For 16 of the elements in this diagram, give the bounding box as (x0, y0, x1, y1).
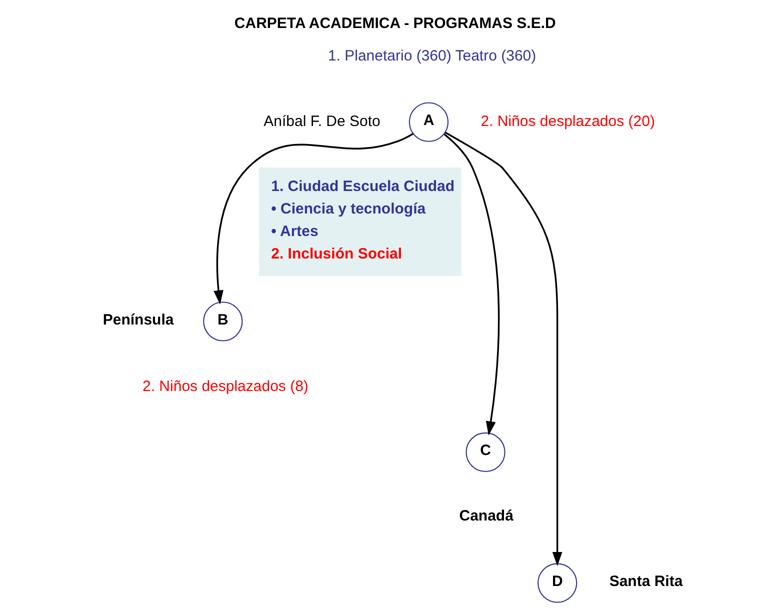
diagram-title: CARPETA ACADEMICA - PROGRAMAS S.E.D (234, 14, 556, 32)
node-circle: B (202, 302, 242, 342)
node-label: Península (102, 311, 174, 328)
node-label: 1. Planetario (360) Teatro (360) (327, 48, 536, 65)
node-circle: A (408, 102, 448, 142)
node-label: Canadá (458, 507, 513, 524)
node-label: Santa Rita (608, 572, 682, 590)
node-box: 1. Ciudad Escuela Ciudad • Ciencia y tecnología • Artes 2. Inclusión Social (258, 168, 461, 276)
node-label: 2. Niños desplazados (20) (480, 113, 654, 130)
node-label: Aníbal F. De Soto (263, 113, 380, 130)
arrow (213, 132, 414, 305)
node-circle: D (537, 563, 577, 603)
node-label: 2. Niños desplazados (8) (142, 378, 308, 395)
arrow (444, 132, 562, 566)
arrow (443, 134, 500, 436)
node-circle: C (465, 432, 505, 472)
